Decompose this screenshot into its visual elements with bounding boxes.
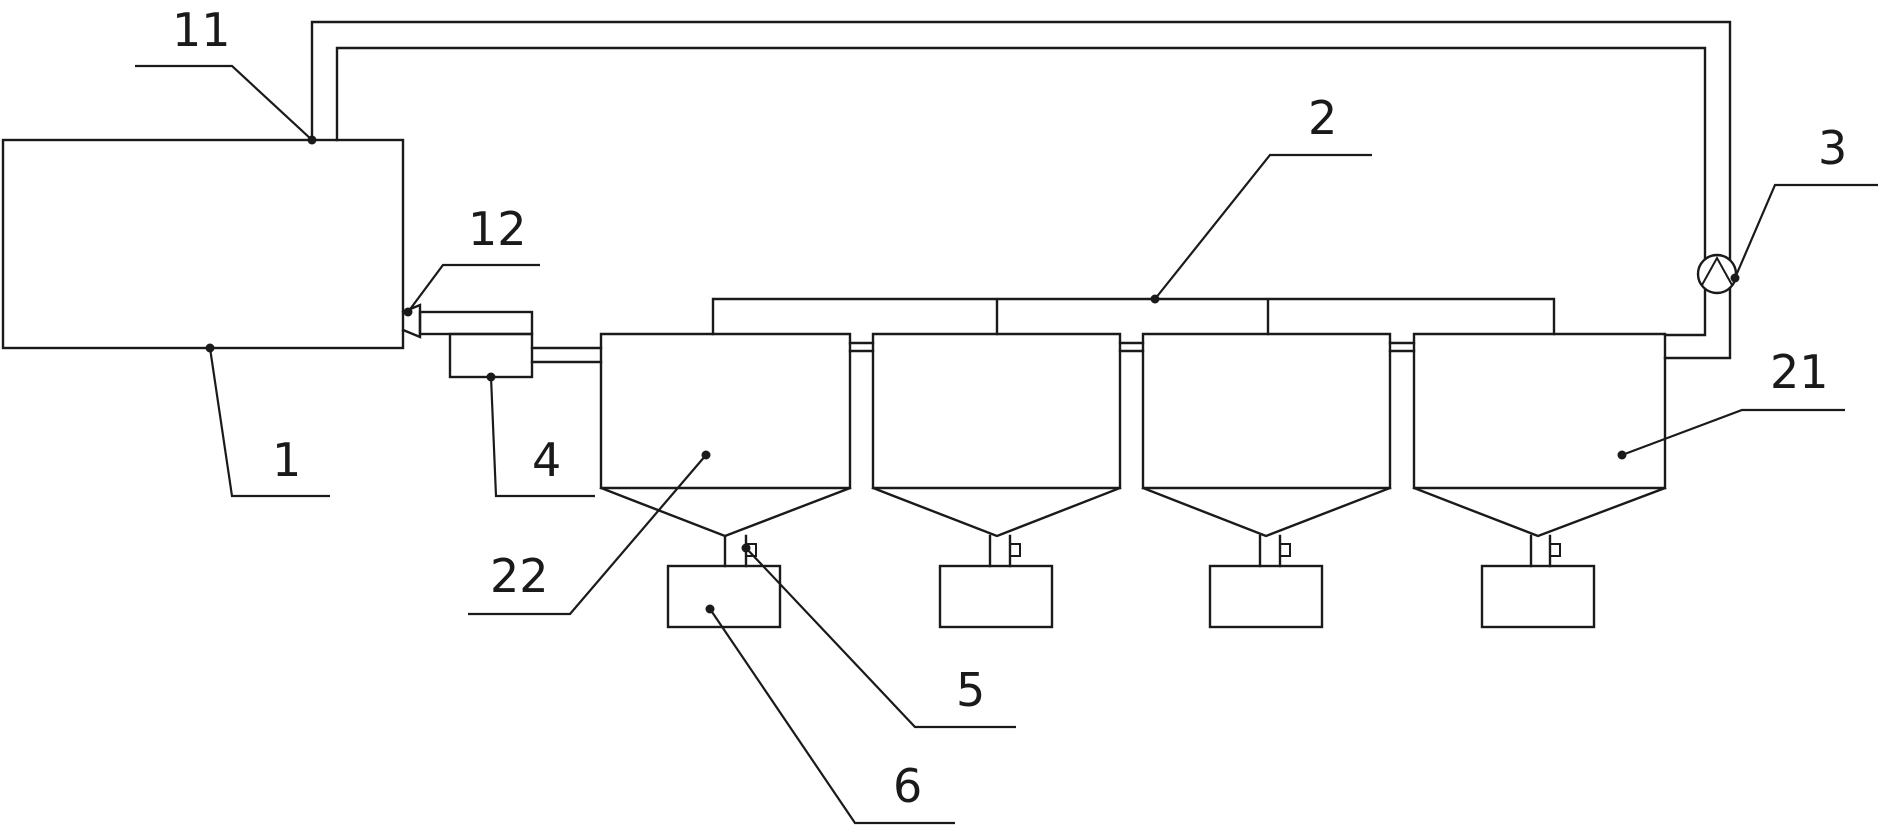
- label-2: 2: [1308, 91, 1337, 145]
- label-6: 6: [893, 759, 922, 813]
- hopper-1: [599, 332, 852, 629]
- label-5: 5: [956, 663, 985, 717]
- connector-2-3: [1118, 341, 1145, 353]
- feed-pipe: [530, 346, 603, 364]
- hopper-3: [1141, 332, 1392, 629]
- leader-6: [709, 608, 955, 825]
- main-tank: [1, 138, 405, 350]
- leader-1: [208, 347, 330, 498]
- connector-1-2: [848, 341, 875, 353]
- inlet-channel: [418, 310, 534, 336]
- leader-21: [1621, 408, 1845, 457]
- leader-2: [1154, 153, 1372, 300]
- label-3: 3: [1818, 121, 1847, 175]
- label-4: 4: [532, 433, 561, 487]
- label-11: 11: [172, 3, 231, 57]
- connector-3-4: [1388, 341, 1416, 353]
- leader-22: [468, 454, 707, 616]
- label-12: 12: [468, 202, 527, 256]
- hopper-2: [871, 332, 1122, 629]
- label-22: 22: [490, 549, 549, 603]
- distribution-header: [711, 297, 1556, 336]
- return-pipe-inner: [335, 46, 1707, 337]
- leader-12: [407, 263, 540, 313]
- leader-3: [1733, 183, 1878, 279]
- leader-11: [135, 64, 313, 141]
- pump-symbol: [1696, 253, 1738, 295]
- label-21: 21: [1770, 345, 1829, 399]
- inlet-box: [448, 332, 534, 379]
- leader-5: [745, 547, 1016, 729]
- leader-4: [489, 376, 595, 498]
- return-pipe-outer: [310, 20, 1732, 360]
- hopper-4: [1412, 332, 1667, 629]
- label-1: 1: [272, 433, 301, 487]
